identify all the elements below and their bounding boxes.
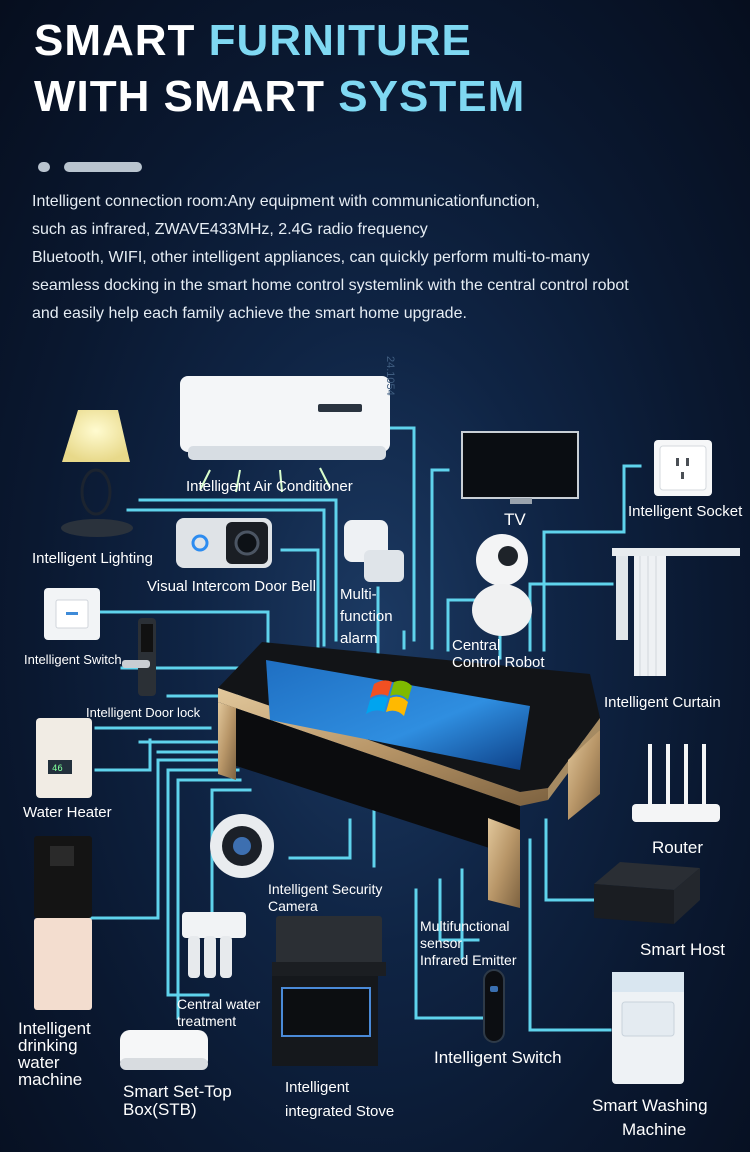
water-dispenser-icon — [34, 836, 92, 1010]
set-top-box-icon — [120, 1030, 208, 1070]
windows-logo-icon — [366, 680, 412, 716]
label-alarm: Multi-function alarm — [340, 586, 393, 647]
label-switch-bottom: Intelligent Switch — [434, 1048, 562, 1067]
label-drinking-line-2: drinking — [18, 1036, 78, 1055]
label-emitter-line-1: Multifunctional — [420, 918, 510, 934]
door-lock-icon — [122, 618, 156, 696]
infrared-emitter-icon — [483, 969, 505, 1043]
smart-table-icon — [218, 642, 600, 908]
water-treatment-icon — [182, 912, 246, 978]
label-drinking-line-4: machine — [18, 1070, 83, 1089]
label-stove-line-1: Intelligent — [285, 1079, 350, 1096]
label-curtain: Intelligent Curtain — [604, 694, 721, 711]
stove-icon — [272, 916, 386, 1066]
label-camera-line-1: Intelligent Security — [268, 881, 383, 897]
wall-switch-icon — [44, 588, 100, 640]
label-camera-line-2: Camera — [268, 898, 318, 914]
security-camera-icon — [210, 814, 274, 878]
intro-line: seamless docking in the smart home contr… — [32, 277, 629, 294]
alarm-sensor-icon — [344, 520, 404, 582]
label-drinking-line-3: water — [18, 1053, 60, 1072]
connection-lines — [86, 426, 642, 1032]
label-water-heater: Water Heater — [23, 804, 112, 821]
label-door-lock: Intelligent Door lock — [86, 705, 201, 720]
air-conditioner-icon — [180, 376, 390, 493]
svg-text:46: 46 — [52, 764, 63, 774]
label-tv: TV — [504, 510, 526, 529]
curtain-icon — [612, 548, 740, 676]
socket-icon — [654, 440, 712, 496]
water-heater-icon: 46 — [36, 718, 92, 798]
label-stove-line-2: integrated Stove — [285, 1103, 395, 1120]
label-switch-left: Intelligent Switch — [24, 652, 122, 667]
label-stb-line-1: Smart Set-Top — [123, 1082, 232, 1101]
label-drinking-line-1: Intelligent — [18, 1019, 91, 1038]
label-door-bell: Visual Intercom Door Bell — [147, 578, 316, 595]
label-water-treatment-line-1: Central water — [177, 996, 261, 1012]
label-router: Router — [652, 838, 704, 857]
label-lighting: Intelligent Lighting — [32, 550, 153, 567]
intro-line: Intelligent connection room:Any equipmen… — [32, 193, 540, 210]
tv-icon — [461, 431, 579, 504]
router-icon — [632, 744, 720, 822]
door-bell-icon — [176, 518, 272, 568]
label-emitter-line-2: sensor — [420, 935, 463, 951]
intro-paragraph: Intelligent connection room:Any equipmen… — [32, 188, 732, 328]
label-water-treatment-line-2: treatment — [177, 1013, 237, 1029]
intro-line: Bluetooth, WIFI, other intelligent appli… — [32, 249, 590, 266]
label-smart-host: Smart Host — [640, 940, 726, 959]
page-title-line-1: SMART FURNITURE — [34, 16, 472, 65]
intro-line: such as infrared, ZWAVE433MHz, 2.4G radi… — [32, 221, 428, 238]
label-air-conditioner: Intelligent Air Conditioner — [186, 478, 353, 495]
robot-icon — [472, 534, 532, 636]
smart-host-icon — [594, 862, 700, 924]
label-robot-line-1: Central — [452, 637, 501, 654]
label-washer-line-1: Smart Washing — [592, 1096, 708, 1115]
page-title-line-2: WITH SMART SYSTEM — [34, 72, 526, 121]
label-robot-line-2: Control Robot — [452, 654, 545, 671]
label-emitter-line-3: Infrared Emitter — [420, 952, 517, 968]
intro-line: and easily help each family achieve the … — [32, 305, 467, 322]
watermark-text: 24.1054 — [384, 356, 396, 396]
lamp-icon — [61, 410, 133, 537]
label-socket: Intelligent Socket — [628, 503, 743, 520]
label-stb-line-2: Box(STB) — [123, 1100, 197, 1119]
label-washer-line-2: Machine — [622, 1120, 687, 1139]
washing-machine-icon — [612, 972, 684, 1084]
